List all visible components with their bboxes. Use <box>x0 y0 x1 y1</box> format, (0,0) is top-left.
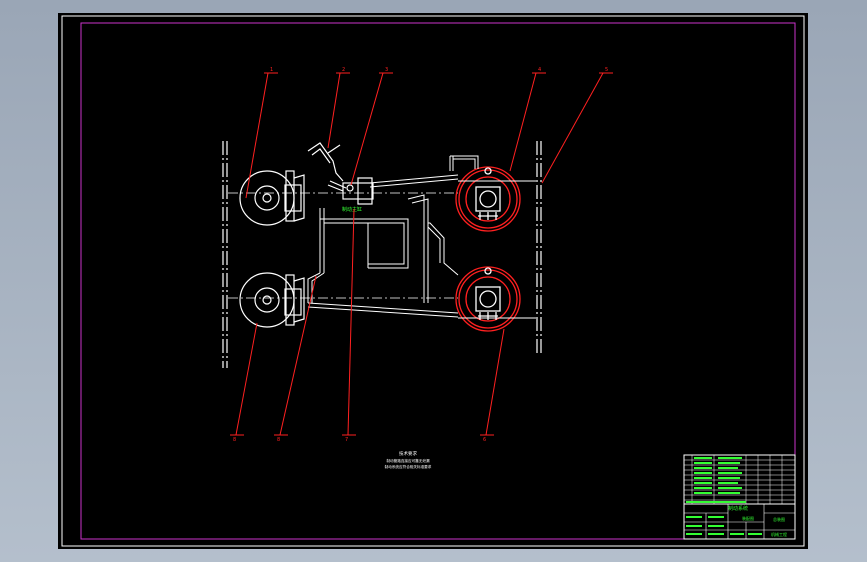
tech-note: 技术要求 制动管路连接应可靠无泄漏 制动系统应符合相关标准要求 <box>385 450 432 469</box>
title-block-fill-text <box>686 516 762 535</box>
title-block: 制动系统 装配图 总装图 机械工程 <box>683 454 796 540</box>
callout-8a: 8 <box>233 437 236 443</box>
callout-4: 4 <box>538 67 541 73</box>
component-label: 制动主缸 <box>342 206 362 213</box>
callout-numbers: 1 2 3 4 5 8 8 7 6 <box>233 67 608 443</box>
brake-system-drawing: 制动主缸 <box>61 15 805 547</box>
title-block-grid <box>684 504 795 539</box>
parts-list <box>684 455 795 505</box>
frame-rails <box>222 141 542 368</box>
leader-lines <box>230 72 613 436</box>
tech-note-title: 技术要求 <box>399 450 417 457</box>
front-right-disc <box>239 272 305 328</box>
callout-3: 3 <box>385 67 388 73</box>
title-school: 机械工程 <box>771 531 787 537</box>
outer-frame <box>61 15 805 547</box>
rear-right-drum <box>455 266 521 332</box>
title-sub-label: 装配图 <box>742 515 754 521</box>
brake-lines <box>307 155 536 319</box>
title-code: 总装图 <box>773 516 785 522</box>
parts-list-text <box>686 457 746 503</box>
brake-pedal <box>307 142 344 182</box>
callout-8b: 8 <box>277 437 280 443</box>
callout-7: 7 <box>345 437 348 443</box>
tech-note-line-2: 制动系统应符合相关标准要求 <box>385 464 432 469</box>
callout-2: 2 <box>342 67 345 73</box>
title-drawing-name: 制动系统 <box>728 505 748 512</box>
tech-note-line-1: 制动管路连接应可靠无泄漏 <box>386 458 430 463</box>
drawing-sheet[interactable]: 制动主缸 <box>58 13 808 549</box>
callout-1: 1 <box>270 67 273 73</box>
master-cylinder <box>327 177 374 205</box>
front-left-disc <box>239 170 305 226</box>
callout-6: 6 <box>483 437 486 443</box>
rear-left-drum <box>455 166 521 232</box>
callout-5: 5 <box>605 67 608 73</box>
drawing-border <box>80 22 796 540</box>
